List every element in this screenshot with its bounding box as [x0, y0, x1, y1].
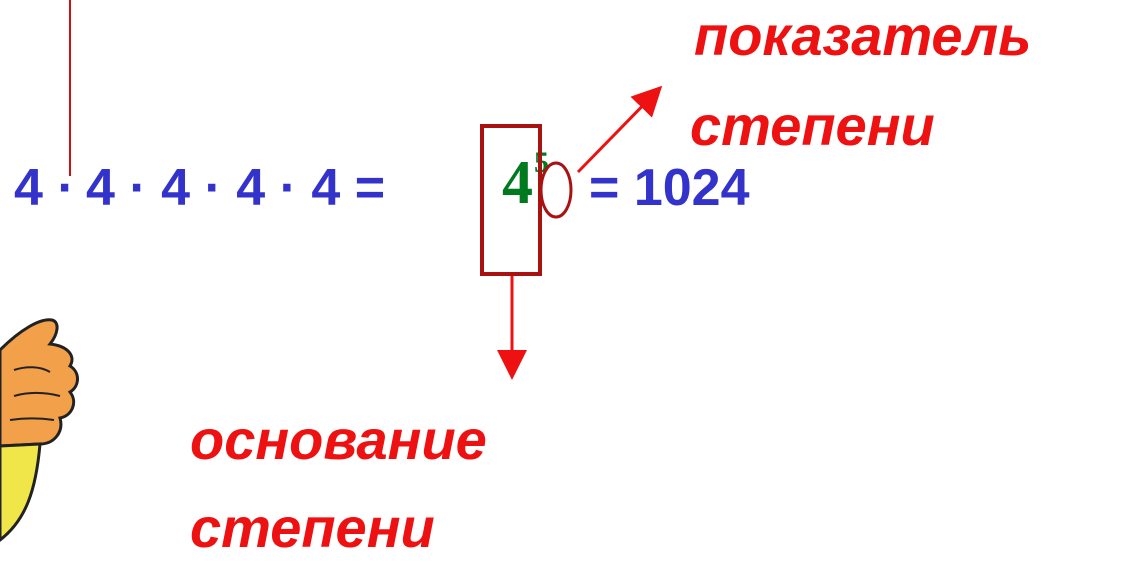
pointing-hand-icon: [0, 318, 79, 542]
exponent-label-line1: показатель: [694, 4, 1032, 67]
power-base: 4: [502, 149, 533, 217]
base-label-line2: степени: [190, 496, 435, 559]
exponent-highlight-circle: [539, 161, 573, 219]
equation-product: 4 · 4 · 4 · 4 =: [86, 159, 386, 217]
equation: 4 · 4 · 4 · 4 · 4 = = 1024: [4, 162, 750, 422]
exponent-arrow: [576, 85, 663, 174]
base-label-line1: основание: [190, 408, 487, 471]
equation-result: = 1024: [589, 159, 750, 217]
power-expression: 4 5: [502, 148, 549, 217]
exponent-label-line2: степени: [690, 94, 935, 157]
base-highlight-box: [480, 124, 542, 276]
